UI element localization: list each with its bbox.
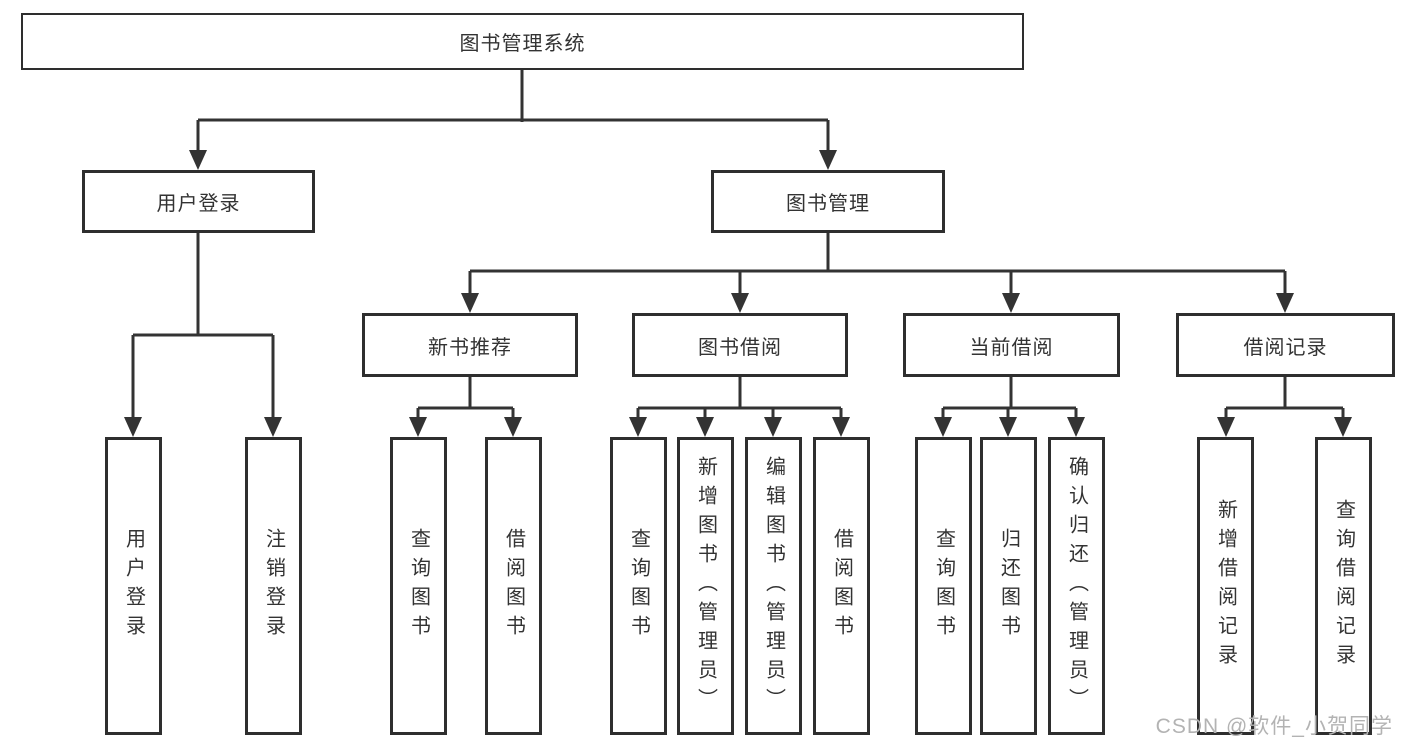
leaf-logout-label: 注销登录 bbox=[262, 528, 285, 644]
node-library-system: 图书管理系统 bbox=[21, 13, 1024, 70]
node-book-borrowing: 图书借阅 bbox=[632, 313, 848, 377]
leaf-query-borrow-record: 查询借阅记录 bbox=[1315, 437, 1372, 735]
leaf-query-books-borrowing-label: 查询图书 bbox=[627, 528, 650, 644]
leaf-query-books-current: 查询图书 bbox=[915, 437, 972, 735]
leaf-return-book: 归还图书 bbox=[980, 437, 1037, 735]
leaf-confirm-return-admin-label: 确认归还（管理员） bbox=[1065, 455, 1088, 717]
leaf-add-borrow-record-label: 新增借阅记录 bbox=[1214, 499, 1237, 673]
leaf-logout: 注销登录 bbox=[245, 437, 302, 735]
watermark: CSDN @软件_小贺同学 bbox=[1155, 715, 1393, 738]
leaf-user-login-label: 用户登录 bbox=[122, 528, 145, 644]
leaf-add-book-admin: 新增图书（管理员） bbox=[677, 437, 734, 735]
node-current-borrowing: 当前借阅 bbox=[903, 313, 1120, 377]
node-new-book-recommend: 新书推荐 bbox=[362, 313, 578, 377]
leaf-add-book-admin-label: 新增图书（管理员） bbox=[694, 455, 717, 717]
leaf-return-book-label: 归还图书 bbox=[997, 528, 1020, 644]
leaf-user-login: 用户登录 bbox=[105, 437, 162, 735]
leaf-edit-book-admin: 编辑图书（管理员） bbox=[745, 437, 802, 735]
leaf-query-books-recommend: 查询图书 bbox=[390, 437, 447, 735]
leaf-borrow-books-recommend: 借阅图书 bbox=[485, 437, 542, 735]
leaf-add-borrow-record: 新增借阅记录 bbox=[1197, 437, 1254, 735]
connector-path bbox=[131, 70, 1345, 419]
leaf-edit-book-admin-label: 编辑图书（管理员） bbox=[762, 455, 785, 717]
node-borrow-records: 借阅记录 bbox=[1176, 313, 1395, 377]
node-user-login: 用户登录 bbox=[82, 170, 315, 233]
arrowheads bbox=[124, 150, 1352, 437]
leaf-borrow-books-label: 借阅图书 bbox=[830, 528, 853, 644]
leaf-query-books-borrowing: 查询图书 bbox=[610, 437, 667, 735]
leaf-borrow-books: 借阅图书 bbox=[813, 437, 870, 735]
leaf-query-borrow-record-label: 查询借阅记录 bbox=[1332, 499, 1355, 673]
leaf-borrow-books-recommend-label: 借阅图书 bbox=[502, 528, 525, 644]
node-book-management: 图书管理 bbox=[711, 170, 945, 233]
leaf-confirm-return-admin: 确认归还（管理员） bbox=[1048, 437, 1105, 735]
leaf-query-books-recommend-label: 查询图书 bbox=[407, 528, 430, 644]
leaf-query-books-current-label: 查询图书 bbox=[932, 528, 955, 644]
